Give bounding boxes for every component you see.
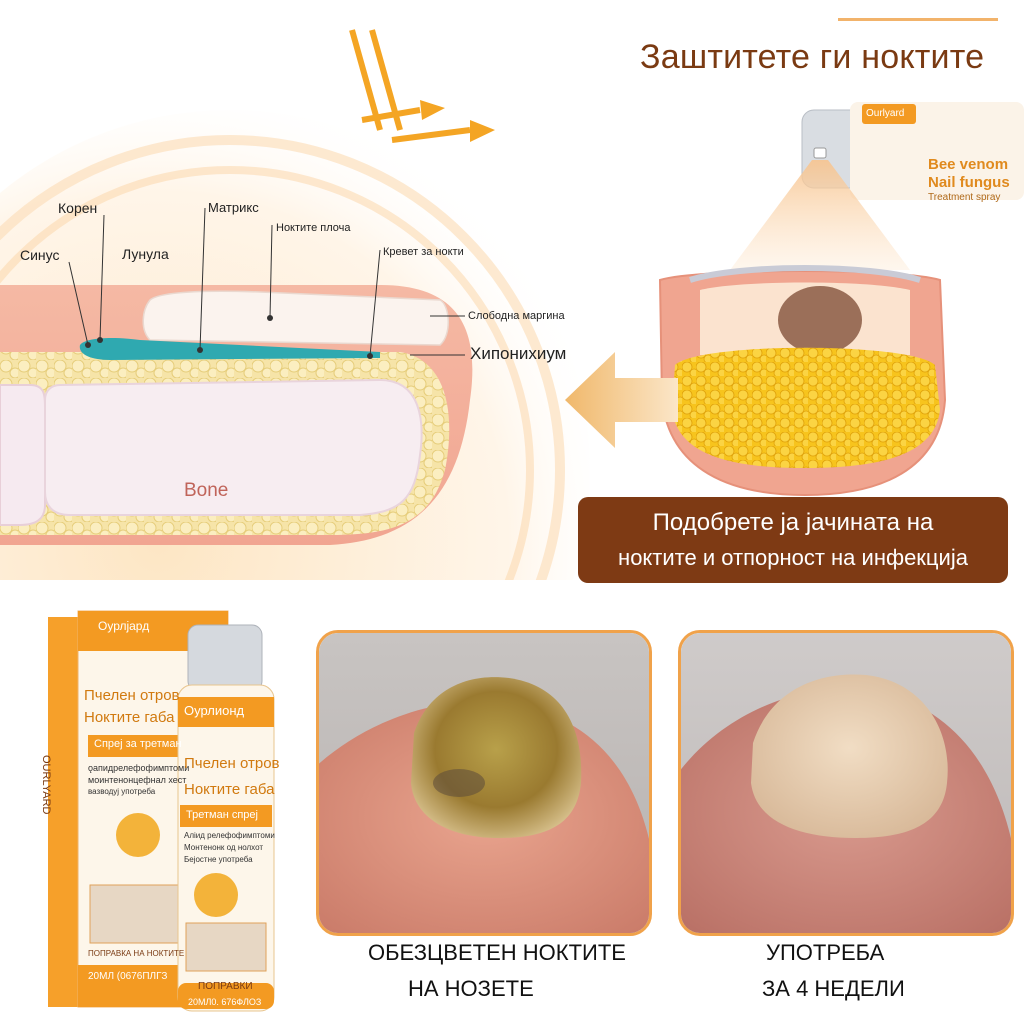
after-caption-line2: ЗА 4 НЕДЕЛИ: [762, 976, 905, 1001]
product-package: Оурлјард Пчелен отров Ноктите габа Спреј…: [38, 605, 300, 1015]
bottle-subtitle: Третман спреј: [186, 809, 258, 821]
label-lunula: Лунула: [122, 246, 169, 262]
bottle-brand: Оурлионд: [184, 703, 245, 718]
before-caption-line1: ОБЕЗЦВЕТЕН НОКТИТЕ: [368, 940, 626, 965]
after-caption-line1: УПОТРЕБА: [766, 940, 885, 965]
label-sinus: Синус: [20, 247, 60, 263]
box-volume: 20МЛ (0676ПЛГЗ: [88, 971, 168, 982]
cross-section-drawing: [658, 265, 947, 497]
bottle-line3: Treatment spray: [928, 192, 1001, 203]
bottle-title1: Пчелен отров: [184, 755, 280, 772]
box-bullet1: ǫапидрелефофимптоми: [88, 763, 190, 773]
box-title2: Ноктите габа: [84, 709, 175, 726]
before-photo-frame: [316, 630, 652, 936]
box-bullet2: моинтенонцефнал хест: [88, 775, 187, 785]
bottle-bullet1: Аліид релефофимптоми: [184, 831, 275, 840]
label-free-margin: Слободна маргина: [468, 310, 565, 322]
bottle-brand-top: Ourlyard: [866, 108, 905, 119]
bottle-bullet2: Монтенонк од нолхот: [184, 843, 264, 852]
box-brand: Оурлјард: [98, 619, 150, 633]
label-root: Корен: [58, 200, 98, 216]
before-toenail-photo: [319, 633, 649, 933]
box-title1: Пчелен отров: [84, 687, 180, 704]
label-hyponychium: Хипонихиум: [470, 344, 567, 363]
after-photo-frame: [678, 630, 1014, 936]
bottle-line1: Bee venom: [928, 156, 1009, 173]
after-toenail-photo: [681, 633, 1011, 933]
benefit-callout: Подобрете ја јачината на ноктите и отпор…: [578, 497, 1008, 583]
box-bullet3: вазводуј употреба: [88, 787, 156, 796]
light-rays: [349, 29, 471, 143]
box-bottom-label: ПОПРАВКА НА НОКТИТЕ: [88, 949, 185, 958]
bottle-volume: 20МЛ0. 676ФЛОЗ: [188, 997, 262, 1007]
before-caption-line2: НА НОЗЕТЕ: [408, 976, 534, 1001]
bottle-bullet3: Бејостне употреба: [184, 855, 253, 864]
callout-line1: Подобрете ја јачината на: [652, 509, 934, 536]
label-matrix: Матрикс: [208, 200, 259, 215]
callout-line2: ноктите и отпорност на инфекција: [618, 545, 968, 570]
bottle-bottom-label: ПОПРАВКИ: [198, 981, 253, 992]
product-package-drawing: [48, 610, 275, 1012]
box-side-brand: OURLYARD: [40, 755, 52, 815]
nail-cross-section: [640, 250, 970, 500]
heading-rule: [838, 18, 998, 21]
nail-anatomy-drawing: [0, 29, 590, 830]
bottle-title2: Ноктите габа: [184, 781, 275, 798]
label-nail-plate: Ноктите плоча: [276, 222, 351, 234]
left-arrow-icon: [560, 340, 680, 460]
page-heading: Заштитете ги ноктите: [640, 38, 985, 76]
box-subtitle: Спреј за третман: [94, 738, 182, 750]
spray-mist: [730, 160, 910, 270]
label-nail-bed: Кревет за нокти: [383, 246, 464, 258]
nail-anatomy-illustration: Синус Корен Лунула Матрикс Ноктите плоча…: [0, 0, 600, 830]
bottle-line2: Nail fungus: [928, 174, 1010, 191]
label-bone: Воnе: [184, 480, 229, 501]
